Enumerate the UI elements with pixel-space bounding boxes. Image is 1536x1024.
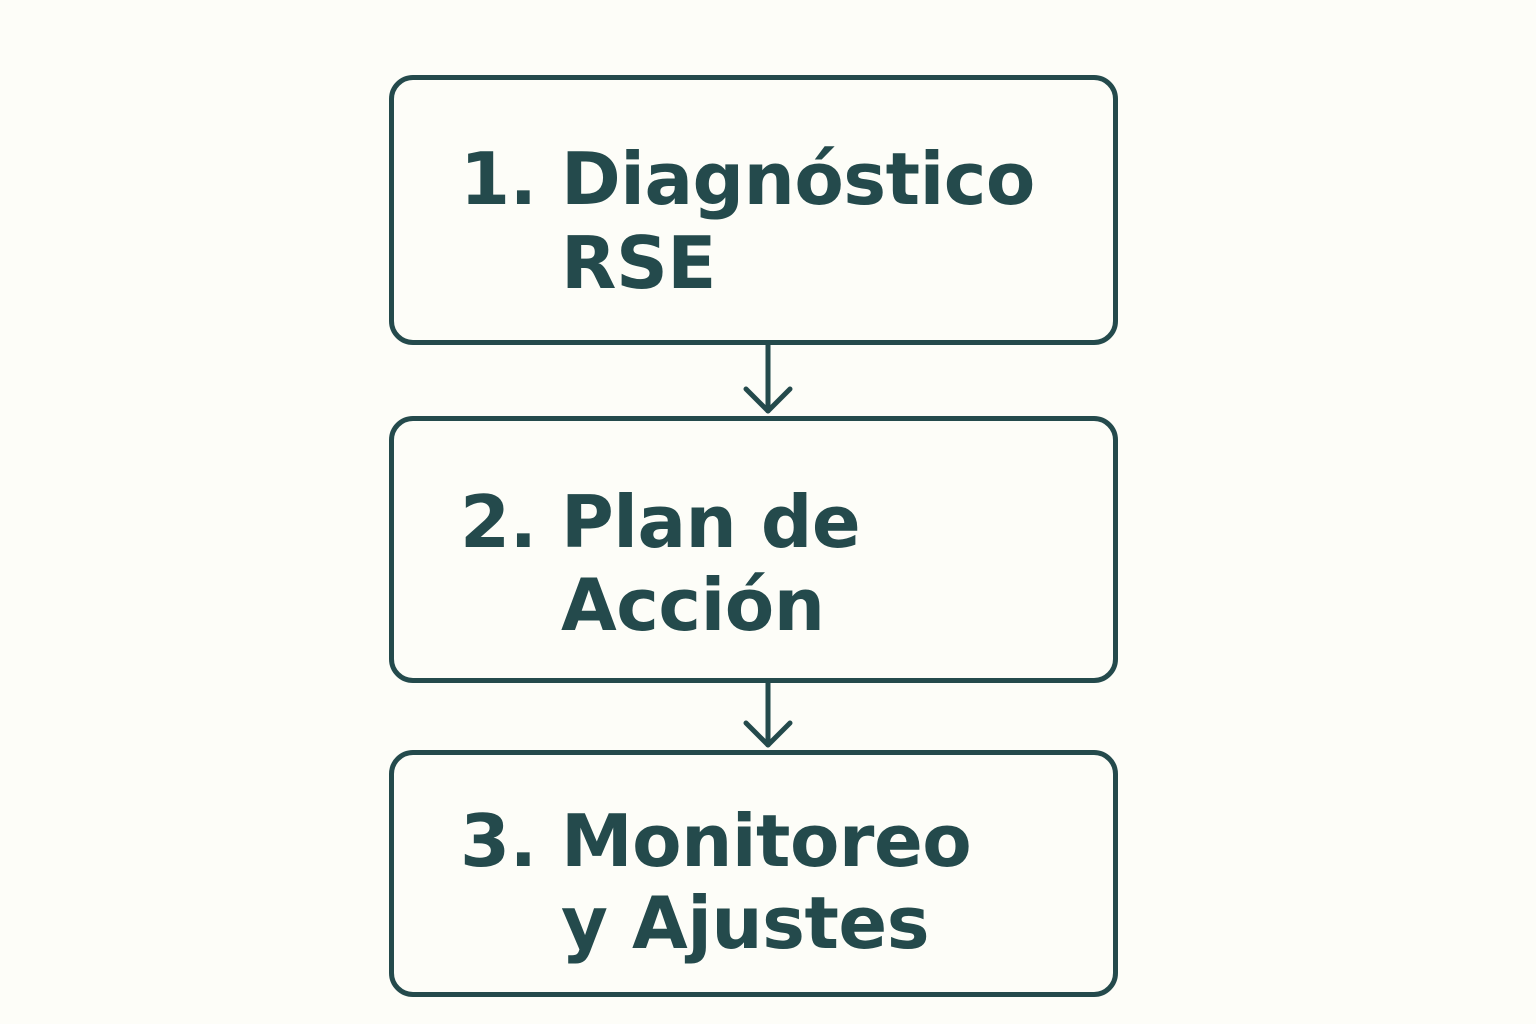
step-title-line: y Ajustes [561,881,930,965]
step-number: 2. [460,480,537,564]
down-arrow-icon [743,680,793,748]
step-title-line: Diagnóstico [561,137,1035,221]
step-box-diagnostico: 1. Diagnóstico RSE [389,75,1118,345]
step-title-line: RSE [561,221,716,305]
step-number: 1. [460,137,537,221]
step-box-plan-de-accion: 2. Plan de Acción [389,416,1118,683]
step-title-line: Monitoreo [561,799,972,883]
step-title-line: Plan de [561,480,861,564]
step-number: 3. [460,799,537,883]
down-arrow-icon [743,342,793,414]
step-box-monitoreo-y-ajustes: 3. Monitoreo y Ajustes [389,750,1118,997]
step-title-line: Acción [561,563,825,647]
